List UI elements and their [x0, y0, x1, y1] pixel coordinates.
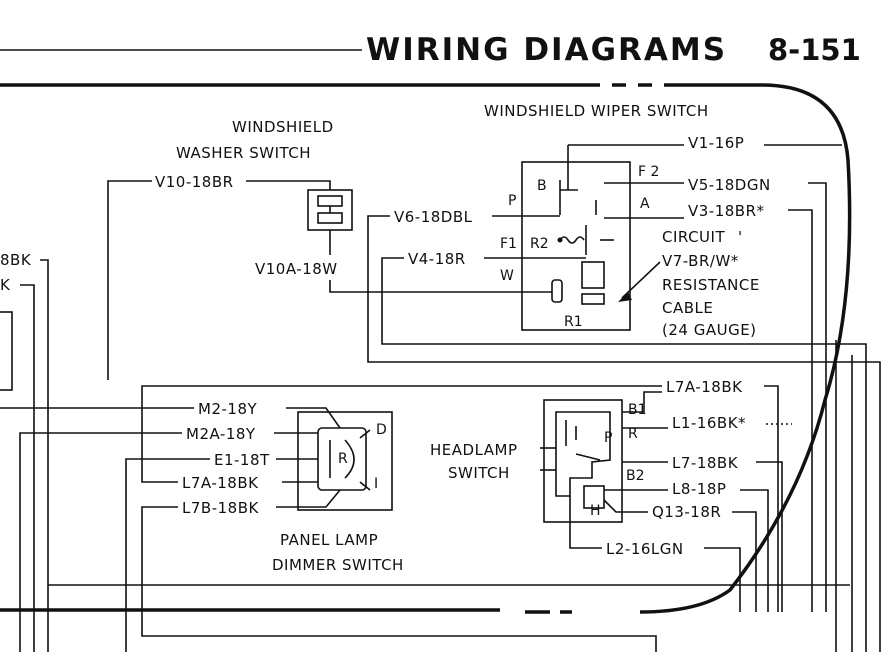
wire-label-l7a-right: L7A-18BK — [666, 378, 743, 396]
wire-l7-out — [756, 461, 783, 612]
wire-label-v4: V4-18R — [408, 250, 466, 268]
wire-label-l7a-left: L7A-18BK — [182, 474, 259, 492]
wire-l7a-right-in — [622, 391, 662, 413]
left-component-edge — [0, 311, 13, 391]
wire-l7b-right — [276, 489, 341, 508]
wire-label-v10: V10-18BR — [155, 173, 234, 191]
headlamp-switch-label-2: SWITCH — [448, 464, 510, 482]
wire-v10-right — [246, 180, 331, 190]
wiper-term-w: W — [500, 268, 514, 284]
wire-label-m2: M2-18Y — [198, 400, 257, 418]
wire-label-l2: L2-16LGN — [606, 540, 684, 558]
wire-label-v7: V7-BR/W* — [662, 252, 739, 270]
headlamp-switch-label-1: HEADLAMP — [430, 441, 518, 459]
dimmer-switch-label-1: PANEL LAMP — [280, 531, 378, 549]
wiper-term-f1: F1 — [500, 236, 517, 252]
dimmer-term-d: D — [376, 422, 387, 438]
washer-switch-symbol — [307, 189, 353, 231]
wire-v4-out — [381, 257, 867, 652]
resistance-pointer — [621, 261, 661, 299]
washer-switch-label-2: WASHER SWITCH — [176, 144, 311, 162]
wire-label-l7b: L7B-18BK — [182, 499, 259, 517]
headlamp-term-h: H — [590, 503, 601, 519]
headlamp-term-r: R — [628, 426, 638, 442]
wiper-term-a: A — [640, 196, 650, 212]
dimmer-term-r: R — [338, 451, 348, 467]
wiper-term-b: B — [537, 178, 547, 194]
wiper-term-r1: R1 — [564, 314, 583, 330]
wiper-switch-housing — [521, 161, 631, 331]
wire-l2-in — [569, 496, 602, 549]
wire-v6-out — [367, 215, 881, 652]
dimmer-switch-housing — [297, 411, 393, 511]
wire-m2-right — [286, 407, 341, 429]
wire-v5-out — [808, 182, 827, 612]
headlamp-switch-contacts — [540, 411, 611, 509]
wire-q13-in — [603, 499, 648, 513]
wire-label-l8: L8-18P — [672, 480, 726, 498]
wire-label-v5: V5-18DGN — [688, 176, 771, 194]
harness-border — [0, 83, 852, 614]
wire-label-m2a: M2A-18Y — [186, 425, 256, 443]
wire-label-v10a: V10A-18W — [255, 260, 338, 278]
wire-label-v3: V3-18BR* — [688, 202, 765, 220]
resistance-note-1: RESISTANCE — [662, 276, 760, 294]
wire-label-l7: L7-18BK — [672, 454, 739, 472]
wire-label-v1: V1-16P — [688, 134, 744, 152]
wire-q13-out — [732, 511, 757, 612]
wiper-switch-label: WINDSHIELD WIPER SWITCH — [484, 102, 709, 120]
wire-m2a-left — [19, 432, 182, 652]
wire-left-k — [20, 284, 35, 652]
headlamp-term-p: P — [604, 430, 612, 446]
wire-l8-out — [740, 489, 769, 612]
wire-l7a-right-out — [764, 385, 779, 612]
circuit-note: CIRCUIT — [662, 228, 725, 246]
wiper-term-p: P — [508, 193, 516, 209]
page-number: 8-151 — [768, 33, 861, 67]
wire-label-left-8bk: 8BK — [0, 251, 32, 269]
wiper-term-r2: R2 — [530, 236, 549, 252]
headlamp-term-b2: B2 — [626, 468, 645, 484]
wiper-switch-contacts — [551, 145, 614, 305]
wiper-term-f2: F 2 — [638, 164, 659, 180]
wire-label-l1: L1-16BK* — [672, 414, 746, 432]
dimmer-switch-label-2: DIMMER SWITCH — [272, 556, 404, 574]
dimmer-switch-contacts — [317, 427, 371, 491]
headlamp-switch-housing — [543, 399, 623, 523]
wire-e1-left — [125, 458, 210, 652]
wire-label-e1: E1-18T — [214, 451, 270, 469]
wire-l2-out — [704, 547, 741, 612]
wire-left-8bk — [40, 259, 49, 652]
wire-v3-out — [788, 209, 813, 612]
wire-v10-left — [107, 180, 152, 380]
wire-v10a — [329, 280, 552, 293]
resistance-note-3: (24 GAUGE) — [662, 321, 757, 339]
wire-l7b-left — [141, 506, 657, 652]
wire-label-left-k: K — [0, 276, 11, 294]
circuit-note-mark: ' — [738, 228, 743, 246]
dimmer-term-i: I — [374, 476, 378, 492]
wire-label-v6: V6-18DBL — [394, 208, 473, 226]
header-title: WIRING DIAGRAMS — [366, 32, 727, 68]
wire-l7a-left-loop — [141, 385, 662, 483]
wire-label-q13: Q13-18R — [652, 503, 721, 521]
resistance-note-2: CABLE — [662, 299, 713, 317]
washer-switch-label-1: WINDSHIELD — [232, 118, 334, 136]
resistance-arrowhead — [618, 292, 632, 302]
headlamp-term-b1: B1 — [628, 402, 647, 418]
